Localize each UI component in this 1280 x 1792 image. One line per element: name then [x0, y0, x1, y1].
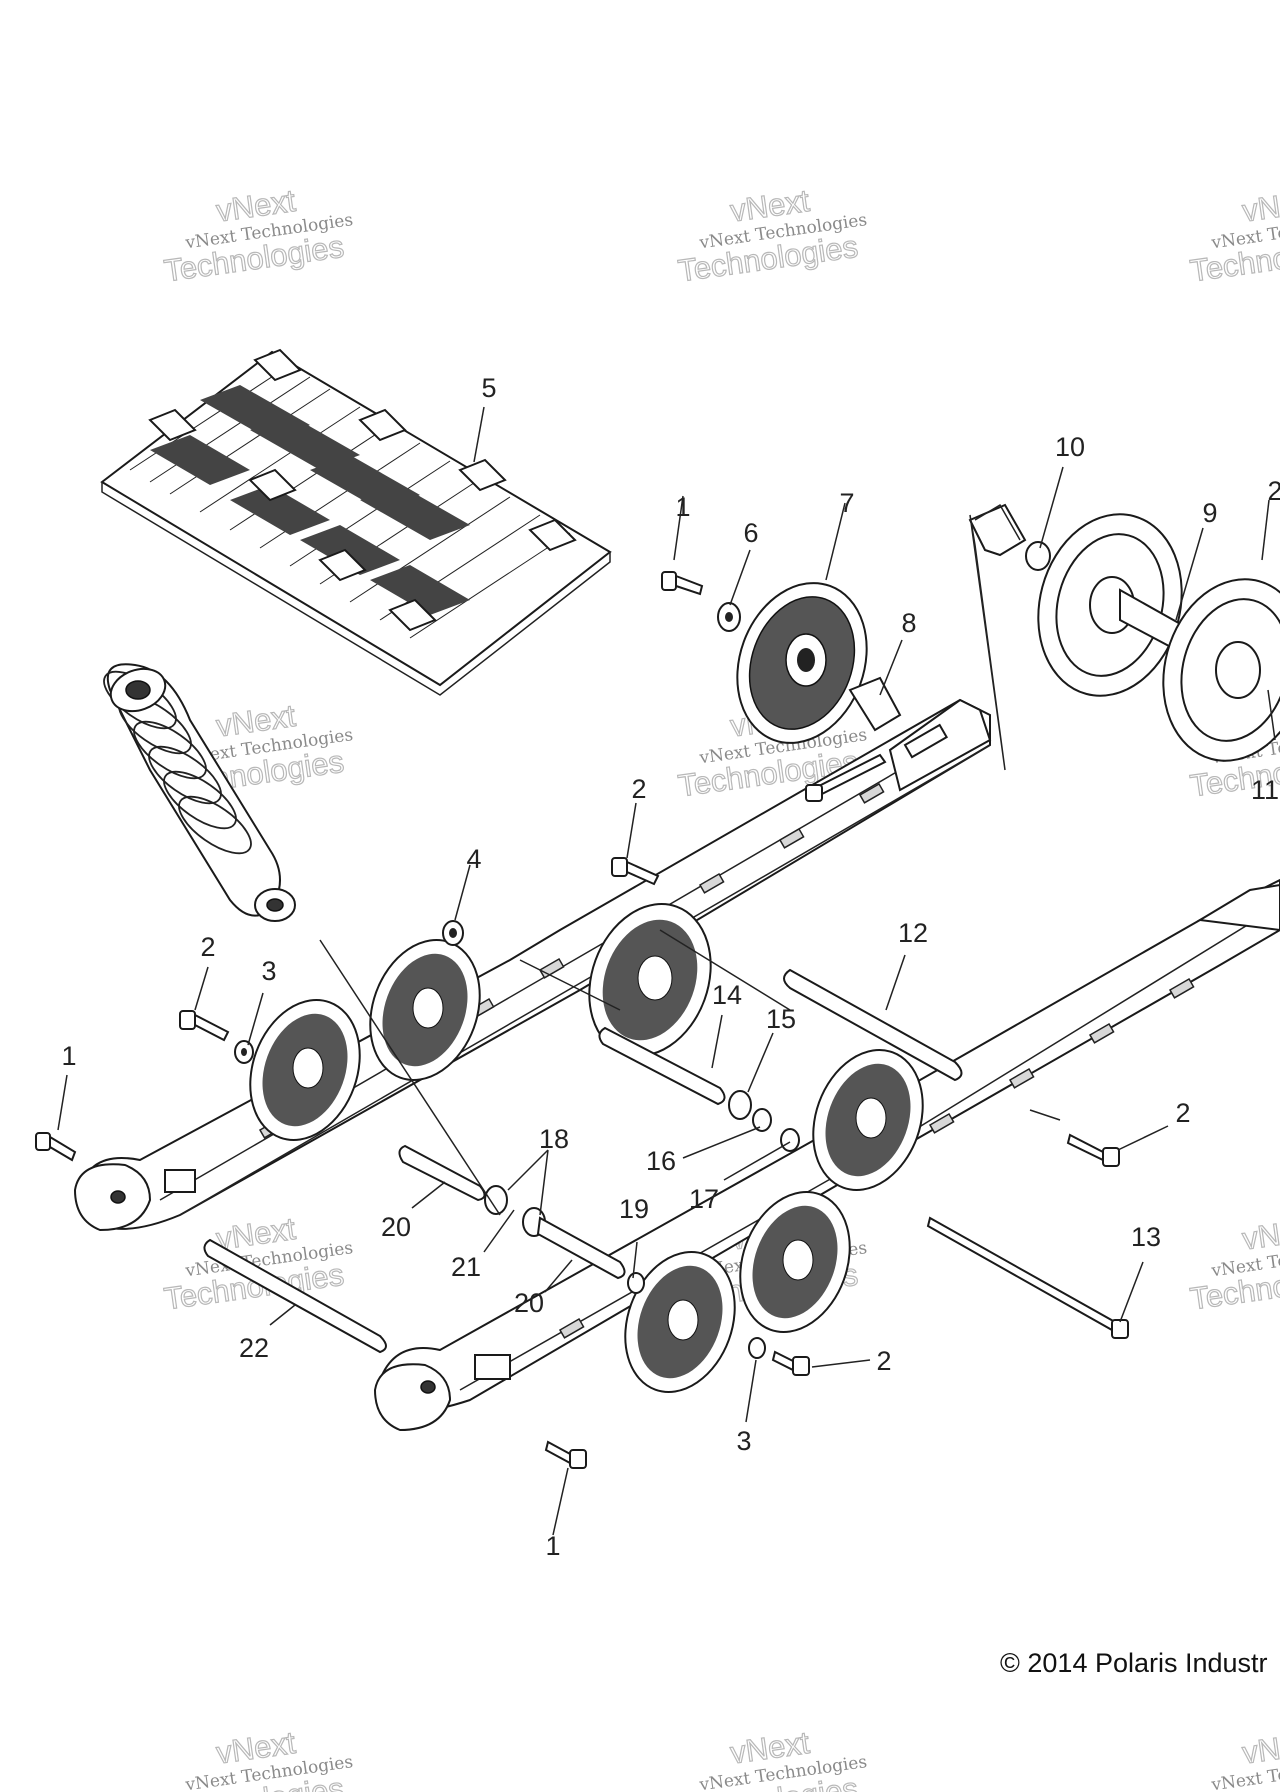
callout-8: 8	[901, 608, 916, 638]
callout-14: 14	[712, 980, 742, 1010]
callout-2: 2	[876, 1346, 891, 1376]
wheel-group	[249, 582, 924, 1393]
callout-2: 2	[631, 774, 646, 804]
callout-13: 13	[1131, 1222, 1161, 1252]
callout-16: 16	[646, 1146, 676, 1176]
callout-6: 6	[743, 518, 758, 548]
callout-4: 4	[466, 844, 481, 874]
callout-19: 19	[619, 1194, 649, 1224]
callout-2: 2	[1175, 1098, 1190, 1128]
callout-21: 21	[451, 1252, 481, 1282]
callout-5: 5	[481, 373, 496, 403]
watermark-logo: vNext	[1240, 1725, 1280, 1771]
watermark-logo: vNext	[1240, 1211, 1280, 1257]
bolt-1-top	[661, 571, 704, 596]
watermark-logo: vNext	[1240, 183, 1280, 229]
leader-lines	[57, 406, 1276, 1536]
hardware-group	[35, 571, 1129, 1469]
callout-12: 12	[898, 918, 928, 948]
idler-wheel-7	[736, 582, 868, 744]
callout-10: 10	[1055, 432, 1085, 462]
callout-2: 2	[1267, 476, 1280, 506]
callout-20: 20	[514, 1288, 544, 1318]
callout-22: 22	[239, 1333, 269, 1363]
callout-11: 11	[1251, 775, 1279, 805]
rear-axle-assembly	[968, 503, 1280, 771]
callout-20: 20	[381, 1212, 411, 1242]
callout-15: 15	[766, 1004, 796, 1034]
callout-3: 3	[736, 1426, 751, 1456]
callout-18: 18	[539, 1124, 569, 1154]
callout-1: 1	[61, 1041, 76, 1071]
track-section	[100, 348, 612, 696]
callout-1: 1	[675, 492, 690, 522]
callout-7: 7	[839, 488, 854, 518]
callout-1: 1	[545, 1531, 560, 1561]
callout-labels: 5 1 6 7 10 9 2 8 11 2 4 12 2 3 14 15 1 1…	[61, 373, 1280, 1561]
callout-3: 3	[261, 956, 276, 986]
callout-17: 17	[689, 1184, 719, 1214]
copyright-text: © 2014 Polaris Industr	[1000, 1648, 1268, 1678]
callout-2: 2	[200, 932, 215, 962]
callout-9: 9	[1202, 498, 1217, 528]
shock-absorber	[103, 663, 296, 922]
